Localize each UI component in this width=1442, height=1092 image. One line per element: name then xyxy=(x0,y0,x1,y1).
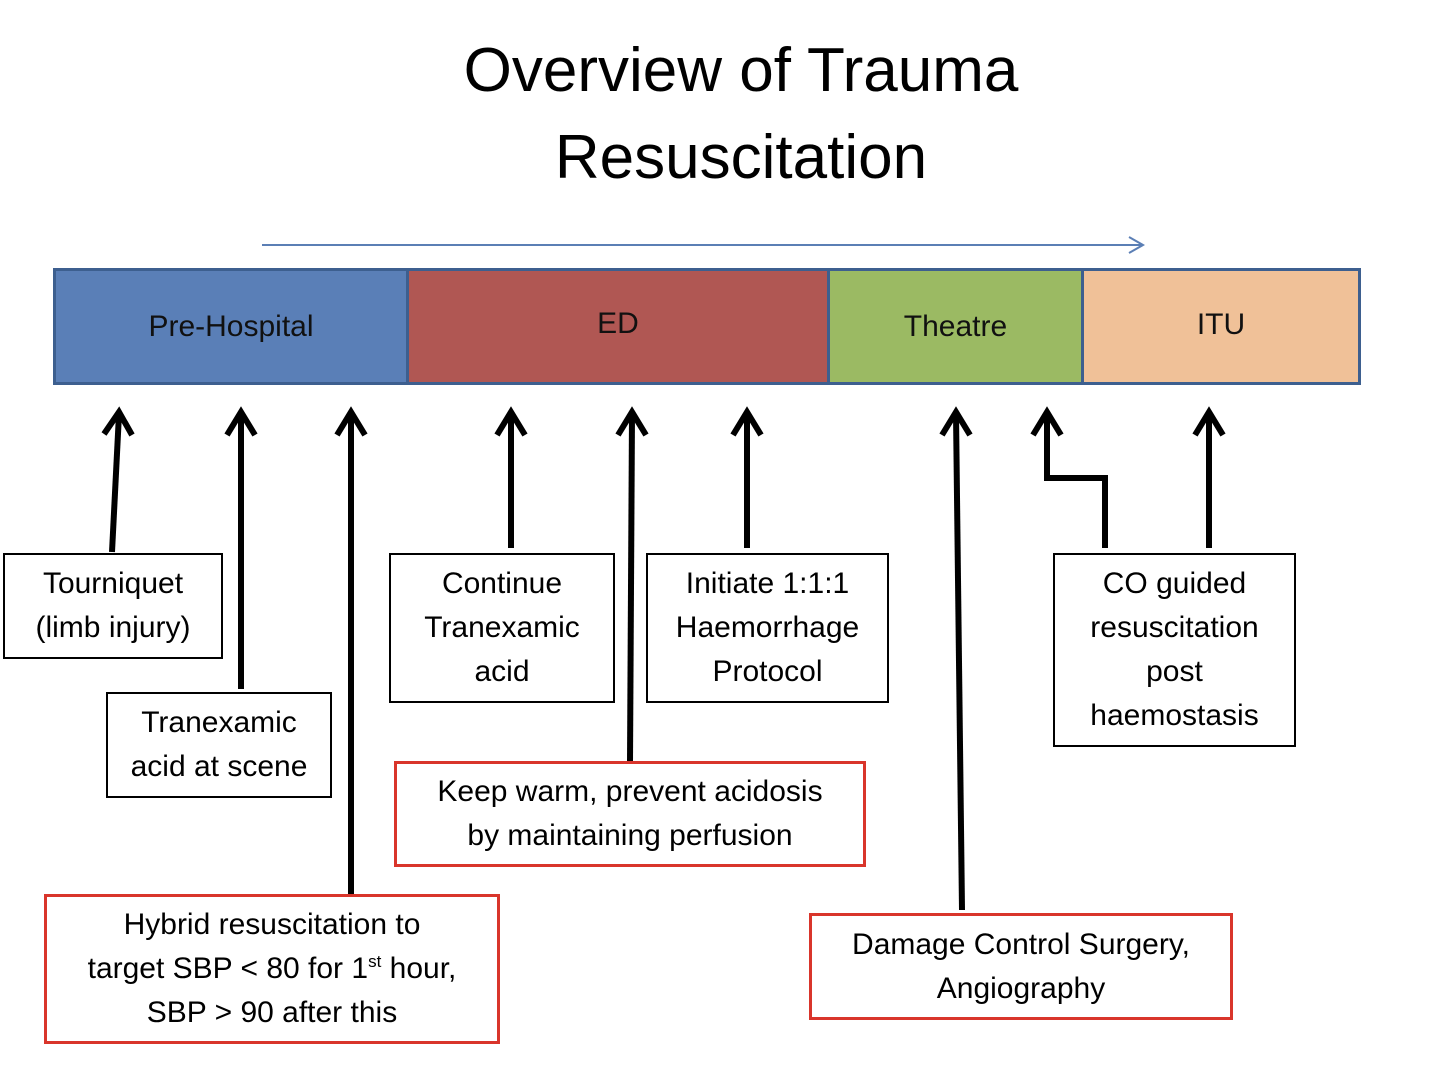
arrow-damage-control xyxy=(939,406,973,911)
phase-itu-label: ITU xyxy=(1196,307,1246,341)
damage-control-text: Damage Control Surgery, Angiography xyxy=(852,927,1190,1005)
arrow-co-guided-bent xyxy=(1030,406,1108,548)
title-line-2: Resuscitation xyxy=(554,123,928,192)
box-haemorrhage-protocol: Initiate 1:1:1 Haemorrhage Protocol xyxy=(646,553,889,703)
box-damage-control: Damage Control Surgery, Angiography xyxy=(809,913,1233,1020)
timeline-arrow xyxy=(262,236,1146,254)
txa-scene-text: Tranexamic acid at scene xyxy=(130,706,308,783)
box-tourniquet: Tourniquet (limb injury) xyxy=(3,553,223,659)
phase-theatre-label: Theatre xyxy=(903,309,1008,343)
arrow-hybrid xyxy=(334,406,368,896)
box-hybrid-resuscitation: Hybrid resuscitation to target SBP < 80 … xyxy=(44,894,500,1044)
hybrid-text-sup: st xyxy=(368,952,382,971)
phase-theatre: Theatre xyxy=(827,268,1084,385)
box-txa-scene: Tranexamic acid at scene xyxy=(106,692,332,798)
arrow-tourniquet xyxy=(101,406,135,553)
hybrid-text: Hybrid resuscitation to target SBP < 80 … xyxy=(88,903,457,1035)
arrow-co-guided xyxy=(1192,406,1226,548)
phase-pre-hospital-label: Pre-Hospital xyxy=(148,309,314,343)
phase-ed: ED xyxy=(406,268,830,385)
arrow-haemorrhage xyxy=(730,406,764,548)
keep-warm-text: Keep warm, prevent acidosis by maintaini… xyxy=(437,775,823,852)
hybrid-text-a: Hybrid resuscitation to target SBP < 80 … xyxy=(87,908,421,985)
phase-pre-hospital: Pre-Hospital xyxy=(53,268,409,385)
co-guided-text: CO guided resuscitation post haemostasis xyxy=(1090,567,1259,732)
continue-txa-text: Continue Tranexamic acid xyxy=(424,567,580,688)
arrow-txa-scene xyxy=(224,406,258,689)
phase-itu: ITU xyxy=(1081,268,1361,385)
arrow-keep-warm xyxy=(615,406,649,763)
box-keep-warm: Keep warm, prevent acidosis by maintaini… xyxy=(394,761,866,867)
tourniquet-text: Tourniquet (limb injury) xyxy=(35,567,191,644)
title-line-1: Overview of Trauma xyxy=(463,36,1019,105)
box-continue-txa: Continue Tranexamic acid xyxy=(389,553,615,703)
box-co-guided: CO guided resuscitation post haemostasis xyxy=(1053,553,1296,747)
phase-ed-label: ED xyxy=(597,306,639,340)
haemorrhage-text: Initiate 1:1:1 Haemorrhage Protocol xyxy=(675,567,860,688)
arrow-continue-txa xyxy=(494,406,528,548)
hybrid-text-b: hour, SBP > 90 after this xyxy=(146,952,457,1029)
